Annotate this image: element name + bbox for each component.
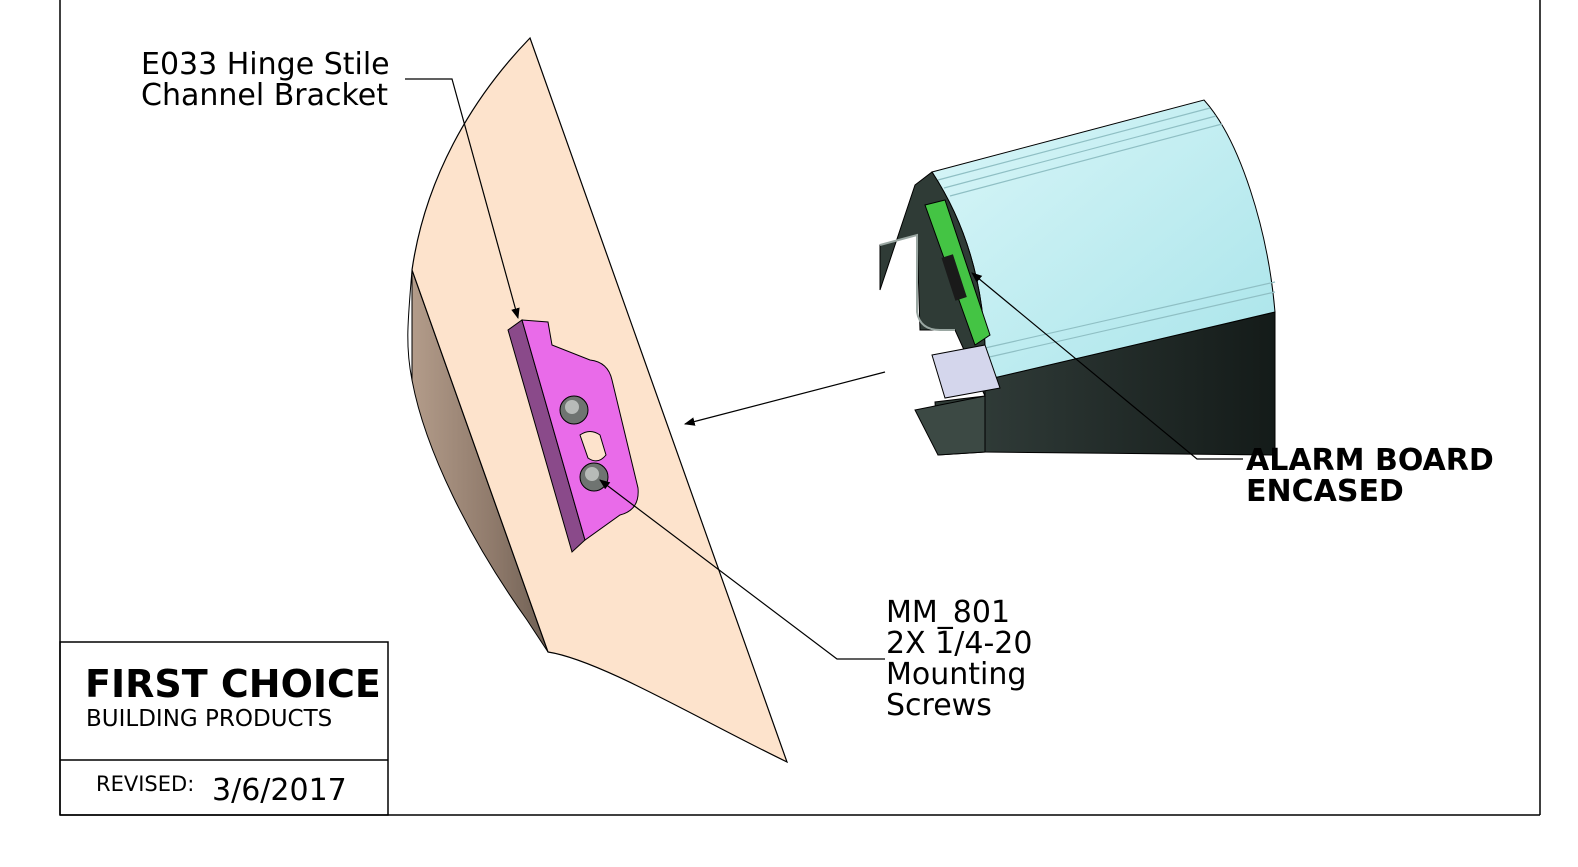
leader-lines bbox=[405, 78, 1243, 660]
screws-label-line3: Mounting bbox=[886, 657, 1027, 692]
leader-screws bbox=[599, 479, 885, 660]
connector-block bbox=[931, 344, 1001, 399]
alarm-board-label: ALARM BOARD ENCASED bbox=[1246, 445, 1494, 507]
alarm-board-chip bbox=[941, 254, 967, 301]
alarm-board-label-line1: ALARM BOARD bbox=[1246, 443, 1494, 478]
screws-label-line1: MM_801 bbox=[886, 595, 1011, 630]
screws-label: MM_801 2X 1/4-20 Mounting Screws bbox=[886, 597, 1032, 721]
hinge-bracket-label: E033 Hinge Stile Channel Bracket bbox=[141, 49, 390, 111]
screw-upper bbox=[559, 395, 589, 425]
bracket-slot bbox=[579, 431, 607, 462]
housing-ridges bbox=[937, 107, 1276, 359]
revised-label: REVISED: bbox=[96, 772, 195, 796]
alarm-housing bbox=[879, 99, 1276, 456]
company-subtitle: BUILDING PRODUCTS bbox=[86, 706, 333, 732]
screws-label-line4: Screws bbox=[886, 688, 992, 723]
screws-label-line2: 2X 1/4-20 bbox=[886, 626, 1033, 661]
hinge-bracket-label-line2: Channel Bracket bbox=[141, 78, 389, 113]
leader-hinge-bracket bbox=[405, 78, 520, 320]
hinge-bracket-label-line1: E033 Hinge Stile bbox=[141, 47, 390, 82]
leader-alarm-board bbox=[971, 272, 1243, 460]
title-block-frame bbox=[59, 641, 389, 816]
alarm-board-label-line2: ENCASED bbox=[1246, 474, 1404, 509]
assembly-arrow bbox=[683, 371, 886, 426]
revised-date: 3/6/2017 bbox=[212, 773, 347, 808]
company-name: FIRST CHOICE bbox=[85, 662, 381, 706]
screw-lower bbox=[579, 462, 609, 492]
